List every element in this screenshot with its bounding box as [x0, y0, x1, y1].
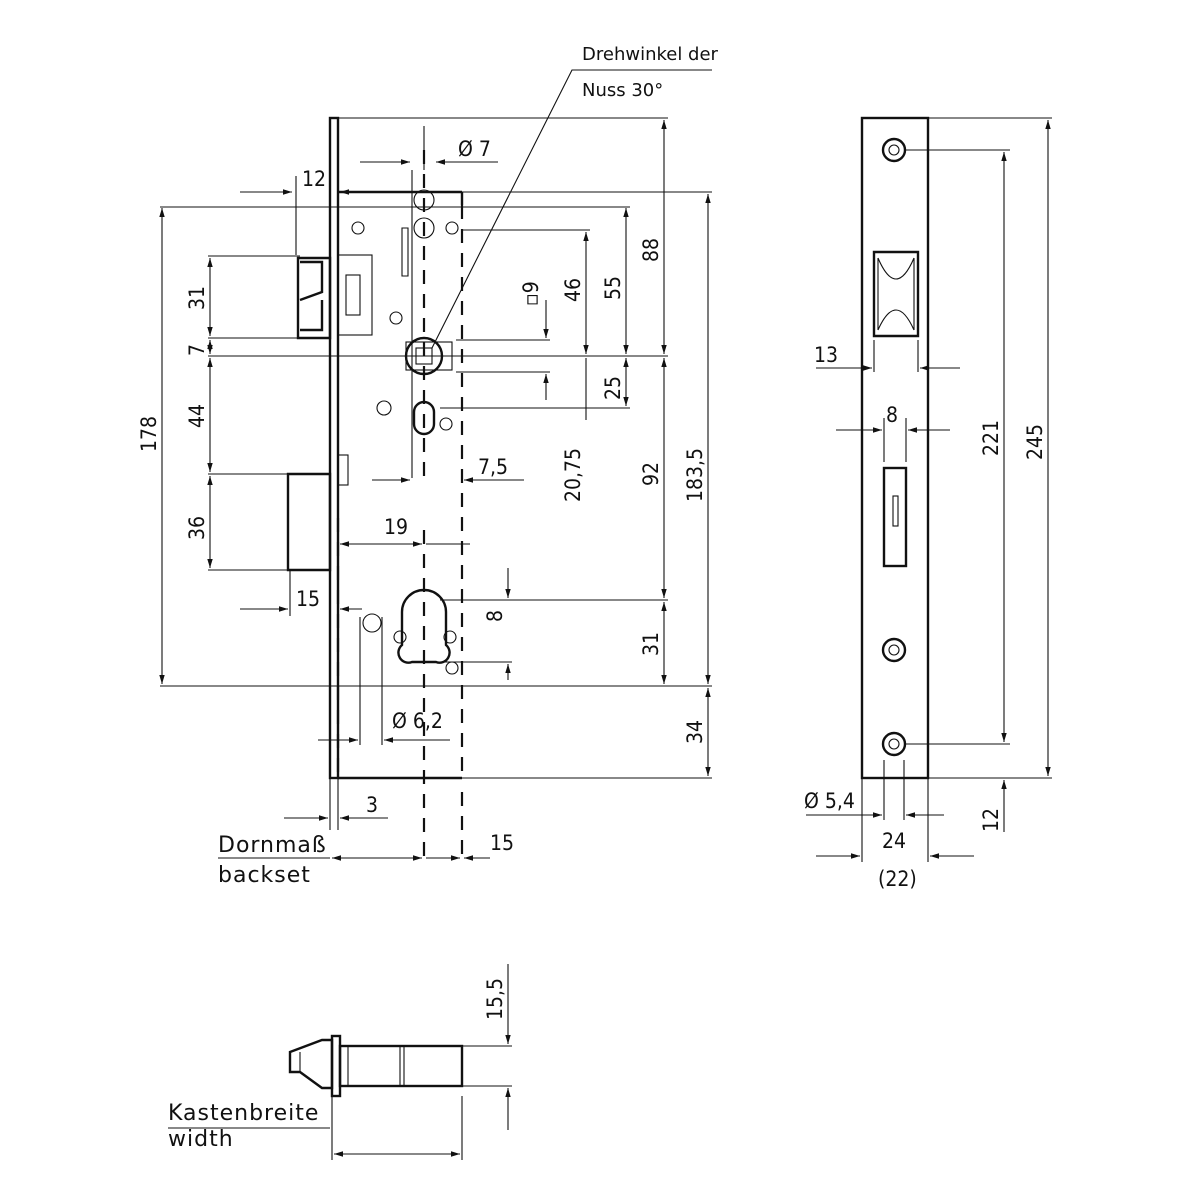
dim-3: 3: [366, 793, 378, 817]
rotation-angle-line-2: Nuss 30°: [582, 80, 663, 101]
slot-top: [401, 227, 409, 277]
faceplate-hole-top: [881, 137, 907, 163]
dim-55: 55: [601, 276, 625, 300]
dim-46: 46: [561, 278, 585, 302]
dim-8-cylinder: 8: [483, 610, 507, 622]
case-body: [338, 1044, 464, 1088]
latch-bolt: [296, 256, 332, 340]
rotation-angle-line-1: Drehwinkel der: [582, 44, 719, 65]
faceplate-dimension-lines: [806, 120, 1051, 859]
screw-top: [351, 221, 365, 235]
dim-24: 24: [882, 829, 906, 853]
case-top-view: [288, 964, 512, 1160]
case-width-label-de: Kastenbreite: [168, 1101, 319, 1126]
faceplate-front: [328, 116, 340, 780]
dim-15-bottom: 15: [490, 831, 514, 855]
dim-178: 178: [137, 416, 161, 452]
screw-mid: [389, 311, 403, 325]
dim-7-left: 7: [185, 344, 209, 356]
front-view: [159, 69, 712, 861]
dim-34: 34: [683, 720, 707, 744]
annotation-labels: Drehwinkel der Nuss 30° Dornmaß backset …: [168, 44, 719, 1152]
dim-15-5: 15,5: [483, 978, 507, 1020]
dim-183-5: 183,5: [683, 448, 707, 502]
dim-25: 25: [601, 376, 625, 400]
dim-7-5: 7,5: [478, 455, 508, 479]
dim-221: 221: [979, 420, 1003, 456]
spindle-slot: [412, 400, 436, 436]
backset-label-en: backset: [218, 863, 311, 888]
dim-245: 245: [1023, 424, 1047, 460]
dim-diameter-7: Ø 7: [458, 137, 491, 161]
screw-top-right: [445, 221, 459, 235]
deadbolt-stop: [337, 454, 349, 486]
lock-case-outline: [338, 190, 464, 780]
dim-19: 19: [384, 515, 408, 539]
dim-8-plate: 8: [886, 403, 898, 427]
dimension-labels: Ø 7 12 88 55 46 ▫9 31 7 44 178 25 92 183…: [137, 137, 1047, 1020]
cylinder-screw-right: [443, 630, 457, 644]
faceplate-hole-middle: [881, 637, 907, 663]
cylinder-screw-left: [393, 630, 407, 644]
screw-right: [439, 417, 453, 431]
dim-31-bottom: 31: [639, 632, 663, 656]
faceplate-extension-lines: [861, 117, 1052, 862]
case-width-label-en: width: [168, 1127, 234, 1152]
dim-44: 44: [185, 404, 209, 428]
fixing-hole: [362, 613, 382, 633]
cylinder-cutout: [397, 588, 451, 664]
screw-bottom: [445, 661, 459, 675]
dim-31-top: 31: [185, 286, 209, 310]
dim-13: 13: [814, 343, 838, 367]
extension-lines: [160, 117, 712, 830]
faceplate-hole-bottom: [881, 731, 907, 757]
pivot-top-lower: [413, 217, 435, 239]
latch-housing: [337, 254, 373, 336]
dim-92: 92: [639, 462, 663, 486]
backset-label-de: Dornmaß: [218, 833, 327, 858]
dim-12-plate: 12: [979, 808, 1003, 832]
faceplate-bolt-opening: [882, 466, 908, 568]
dim-diameter-6-2: Ø 6,2: [392, 709, 443, 733]
dim-12-top: 12: [302, 167, 326, 191]
dim-22: (22): [878, 867, 917, 891]
dead-bolt: [286, 472, 332, 572]
rotation-leader: [431, 69, 712, 349]
dimension-lines: [159, 120, 711, 861]
dim-36: 36: [185, 516, 209, 540]
faceplate-outline: [860, 116, 930, 780]
latch-spring: [345, 274, 361, 316]
dim-square-9: ▫9: [519, 281, 543, 306]
dim-88: 88: [639, 238, 663, 262]
dim-diameter-5-4: Ø 5,4: [804, 789, 855, 813]
screw-left: [376, 400, 392, 416]
dim-20-75: 20,75: [561, 448, 585, 502]
case-latch-tip: [288, 1038, 334, 1090]
faceplate-side-view: [806, 116, 1052, 862]
faceplate-latch-opening: [872, 250, 920, 338]
dim-15-left: 15: [296, 587, 320, 611]
